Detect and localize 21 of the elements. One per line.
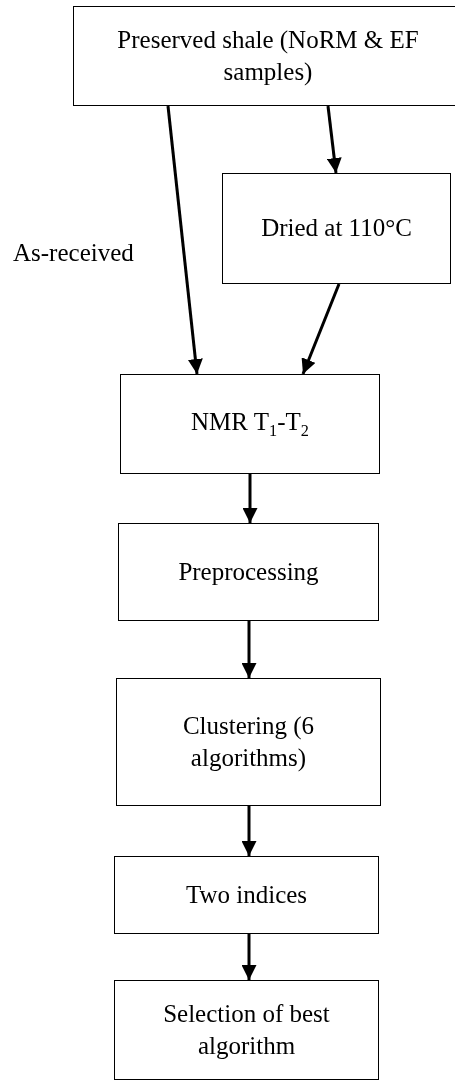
box-label: Preprocessing bbox=[178, 556, 319, 587]
arrow bbox=[301, 283, 341, 375]
arrow bbox=[241, 934, 257, 980]
box-label: NMR T$_{1}$-T$_{2}$ bbox=[191, 406, 309, 442]
box-label: Clustering (6 algorithms) bbox=[181, 710, 316, 773]
box-label: Dried at 110°C bbox=[261, 213, 412, 244]
process-box bbox=[118, 523, 379, 621]
arrow bbox=[241, 621, 257, 678]
box-label: Preserved shale (NoRM & EF samples) bbox=[116, 24, 420, 87]
arrow bbox=[326, 105, 342, 174]
process-box bbox=[114, 980, 379, 1080]
arrow bbox=[242, 474, 258, 523]
box-label: Two indices bbox=[185, 879, 308, 910]
process-box bbox=[73, 6, 455, 106]
process-box bbox=[114, 856, 379, 934]
box-label: Selection of best algorithm bbox=[162, 998, 331, 1061]
process-box bbox=[120, 374, 380, 474]
process-box bbox=[116, 678, 381, 806]
arrow bbox=[166, 105, 203, 375]
arrow bbox=[241, 806, 257, 856]
process-box bbox=[222, 173, 451, 284]
